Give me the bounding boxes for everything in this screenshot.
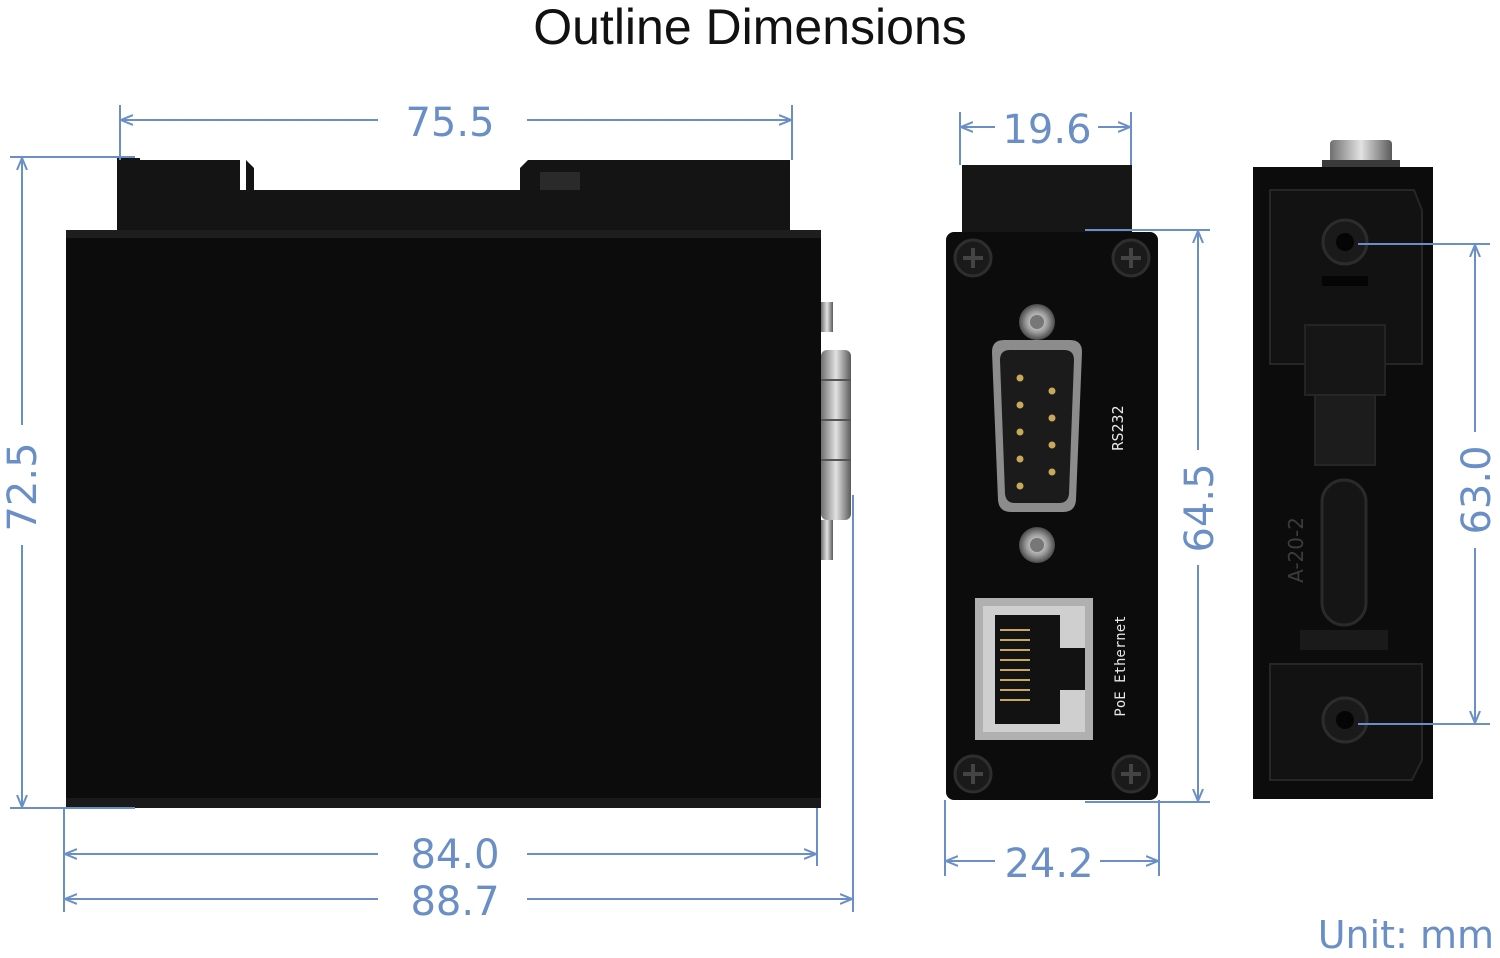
dim-width-total: 88.7 [66, 495, 854, 925]
dim-width-body: 84.0 [63, 808, 818, 912]
mount-hole-icon [1321, 696, 1369, 744]
db9-connector-side [821, 302, 851, 560]
rs232-label: RS232 [1109, 405, 1127, 450]
device-body-side [66, 230, 821, 808]
unit-note: Unit: mm [1317, 913, 1494, 957]
din-rail-clip [117, 158, 790, 232]
ethernet-port [975, 598, 1093, 740]
screw-icon [1111, 238, 1151, 278]
side-view [66, 158, 851, 808]
ethernet-label: PoE Ethernet [1113, 615, 1129, 716]
screw-icon [953, 754, 993, 794]
mount-hole-icon [1321, 218, 1369, 266]
dim-front-width-top-label: 19.6 [1002, 107, 1091, 153]
dim-height-label: 72.5 [0, 442, 46, 531]
dim-top-width: 75.5 [119, 100, 793, 160]
clip-latch [540, 172, 580, 190]
dim-front-height-label: 64.5 [1177, 463, 1223, 552]
dim-width-total-label: 88.7 [410, 879, 499, 925]
dim-top-width-label: 75.5 [405, 100, 494, 146]
dim-rear-hole-spacing: 63.0 [1358, 243, 1500, 725]
dim-front-width-top: 19.6 [959, 107, 1132, 165]
dim-rear-hole-spacing-label: 63.0 [1454, 445, 1500, 534]
dim-width-body-label: 84.0 [410, 832, 499, 878]
page-title: Outline Dimensions [533, 0, 967, 55]
db9-port [992, 304, 1082, 563]
dim-front-height: 64.5 [1085, 229, 1223, 803]
rail-code-label: A-20-2 [1284, 517, 1308, 583]
screw-icon [1111, 754, 1151, 794]
front-view: RS232 PoE Ethernet [946, 165, 1158, 800]
rear-view: A-20-2 [1253, 140, 1433, 799]
dim-height: 72.5 [0, 156, 135, 809]
screw-icon [953, 238, 993, 278]
front-rail-clip [962, 165, 1132, 235]
dim-front-width-bottom: 24.2 [944, 800, 1160, 887]
dim-front-width-bottom-label: 24.2 [1004, 841, 1093, 887]
